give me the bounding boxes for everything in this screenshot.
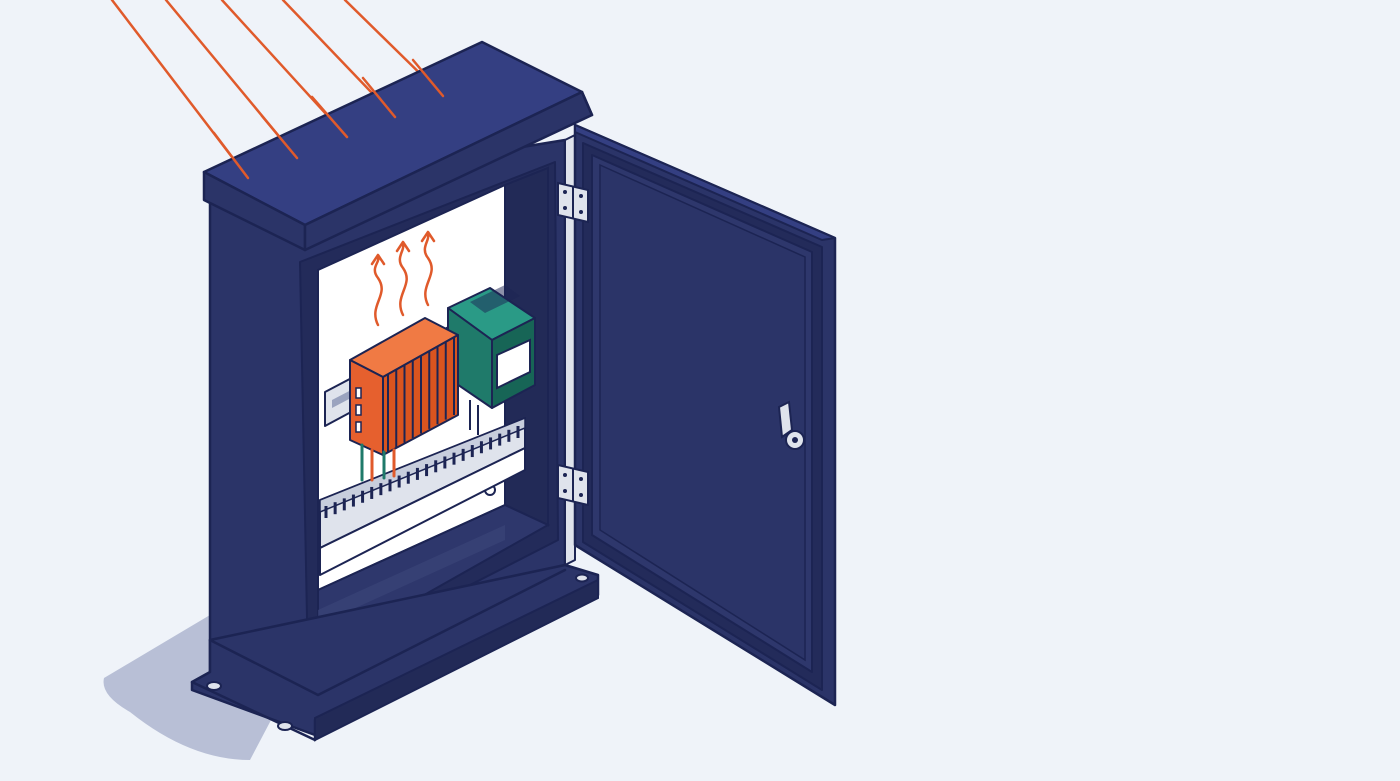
cable-duct	[319, 416, 526, 576]
port	[355, 421, 362, 433]
port	[355, 404, 362, 416]
hinge-bottom	[557, 463, 589, 507]
heat-wave-arrow	[373, 256, 383, 327]
din-power-supply	[447, 285, 536, 435]
enclosure-roof	[202, 40, 594, 252]
heat-wave-arrow	[423, 233, 433, 307]
mounting-bolts	[206, 573, 589, 731]
door-latch-icon[interactable]	[777, 400, 805, 450]
heat-waves	[370, 230, 436, 327]
hinge-top	[557, 181, 589, 224]
enclosure-base	[190, 563, 600, 742]
enclosure-door[interactable]	[573, 123, 837, 707]
port	[355, 387, 362, 399]
heat-wave-arrow	[398, 243, 408, 317]
finned-heatsink-device	[349, 317, 459, 482]
